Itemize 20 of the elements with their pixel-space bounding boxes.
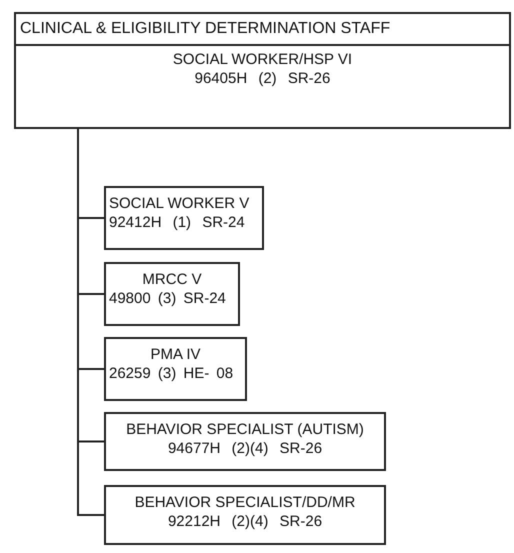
position-box (104, 485, 386, 545)
position-title: BEHAVIOR SPECIALIST (AUTISM) (125, 420, 365, 439)
position-box (104, 186, 264, 250)
position-box (104, 412, 386, 471)
position-code: 92412H (1) SR-24 (109, 213, 246, 232)
position-title: SOCIAL WORKER V (109, 194, 250, 213)
position-title: PMA IV (149, 345, 202, 364)
section-title: CLINICAL & ELIGIBILITY DETERMINATION STAFF (16, 14, 509, 46)
position-code: 92212H (2)(4) SR-26 (166, 512, 324, 531)
position-code: 49800 (3) SR-24 (109, 289, 227, 308)
position-title: BEHAVIOR SPECIALIST/DD/MR (134, 493, 356, 512)
position-code: 94677H (2)(4) SR-26 (166, 439, 324, 458)
position-code: 96405H (2) SR-26 (194, 69, 332, 88)
position-title: SOCIAL WORKER/HSP VI (172, 50, 354, 69)
position-box (104, 262, 240, 326)
position-code: 26259 (3) HE- 08 (109, 364, 234, 383)
connector-line (77, 129, 104, 516)
staff-header-box (14, 12, 511, 129)
position-box (104, 337, 247, 401)
position-title: MRCC V (141, 270, 203, 289)
